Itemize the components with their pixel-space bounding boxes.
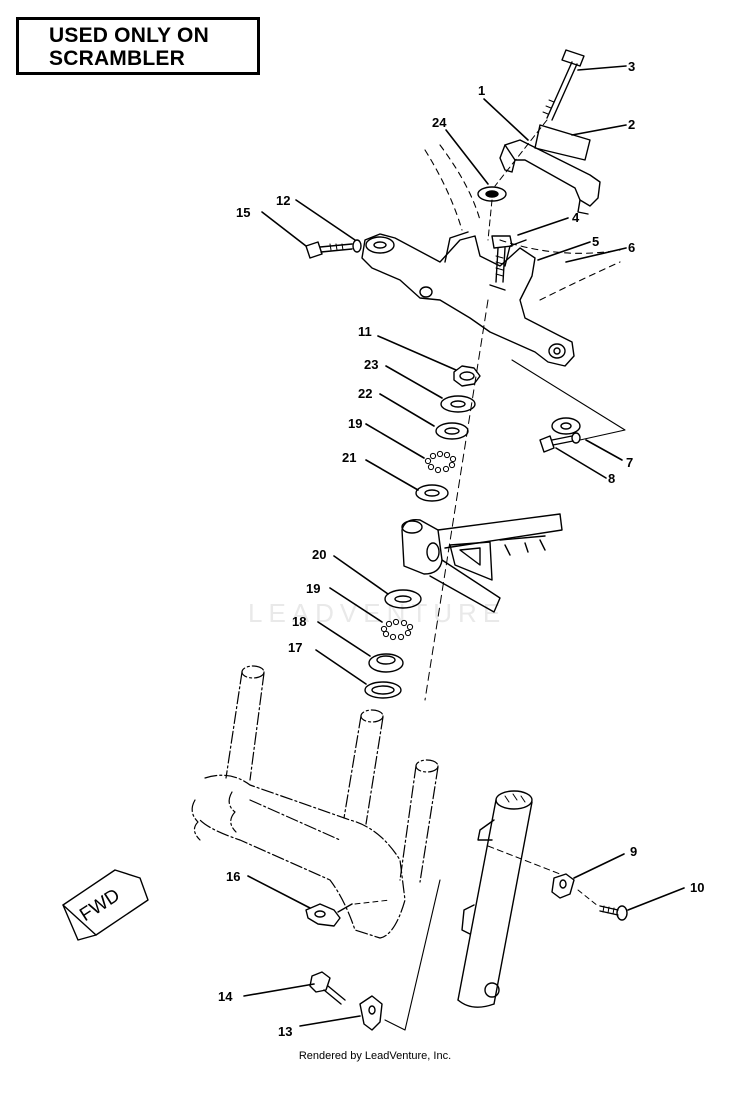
callouts: 3 1 2 24 4 5 6 12 15 11 23 22 19 21 7 8 … bbox=[218, 59, 704, 1039]
part-24-washer bbox=[477, 186, 507, 202]
part-18-cone bbox=[368, 653, 404, 673]
callout-9: 9 bbox=[630, 844, 637, 859]
callout-21: 21 bbox=[342, 450, 356, 465]
callout-10: 10 bbox=[690, 880, 704, 895]
part-14-bolt bbox=[309, 971, 346, 1005]
part-7-washer bbox=[551, 417, 581, 435]
part-10-screw bbox=[599, 905, 628, 921]
part-4-bolt bbox=[491, 235, 513, 283]
part-2-cover bbox=[534, 124, 591, 161]
part-3-bolt bbox=[542, 49, 585, 121]
callout-7: 7 bbox=[626, 455, 633, 470]
part-9-clamp bbox=[551, 873, 575, 899]
callout-14: 14 bbox=[218, 989, 233, 1004]
fork-leg bbox=[457, 790, 533, 1008]
callout-22: 22 bbox=[358, 386, 372, 401]
part-13-clip bbox=[359, 995, 383, 1031]
part-19-lower-bearings bbox=[380, 618, 414, 641]
callout-3: 3 bbox=[628, 59, 635, 74]
callout-24: 24 bbox=[432, 115, 447, 130]
callout-18: 18 bbox=[292, 614, 306, 629]
part-11-nut bbox=[453, 365, 481, 387]
part-23-washer bbox=[440, 395, 476, 413]
part-16-clip bbox=[305, 903, 353, 927]
callout-4: 4 bbox=[572, 210, 580, 225]
title-line-1: USED ONLY ON bbox=[49, 24, 209, 47]
callout-19b: 19 bbox=[306, 581, 320, 596]
callout-20: 20 bbox=[312, 547, 326, 562]
fwd-arrow bbox=[62, 869, 149, 941]
callout-13: 13 bbox=[278, 1024, 292, 1039]
callout-1: 1 bbox=[478, 83, 485, 98]
part-12-washer bbox=[352, 239, 362, 253]
part-17-seal bbox=[364, 681, 402, 699]
callout-23: 23 bbox=[364, 357, 378, 372]
footer-credit: Rendered by LeadVenture, Inc. bbox=[298, 1050, 452, 1062]
callout-8: 8 bbox=[608, 471, 615, 486]
part-20-race bbox=[384, 589, 422, 609]
part-1-bracket bbox=[499, 139, 601, 215]
steering-head bbox=[401, 513, 563, 613]
callout-19a: 19 bbox=[348, 416, 362, 431]
callout-5: 5 bbox=[592, 234, 599, 249]
title-box: USED ONLY ON SCRAMBLER bbox=[16, 17, 260, 75]
part-15-bolt bbox=[305, 241, 353, 259]
callout-12: 12 bbox=[276, 193, 290, 208]
part-19-upper-bearings bbox=[424, 450, 457, 474]
part-22-race bbox=[435, 422, 469, 440]
callout-11: 11 bbox=[358, 324, 372, 339]
body-outline bbox=[424, 144, 621, 301]
part-21-race bbox=[415, 484, 449, 502]
callout-17: 17 bbox=[288, 640, 302, 655]
callout-16: 16 bbox=[226, 869, 240, 884]
callout-15: 15 bbox=[236, 205, 250, 220]
title-line-2: SCRAMBLER bbox=[49, 47, 185, 70]
part-8-bolt bbox=[539, 432, 581, 453]
lower-fork bbox=[191, 665, 439, 939]
callout-6: 6 bbox=[628, 240, 635, 255]
triple-clamp bbox=[361, 231, 575, 367]
callout-2: 2 bbox=[628, 117, 635, 132]
watermark: LEADVENTURE bbox=[248, 598, 507, 628]
leader-lines bbox=[243, 65, 685, 1027]
